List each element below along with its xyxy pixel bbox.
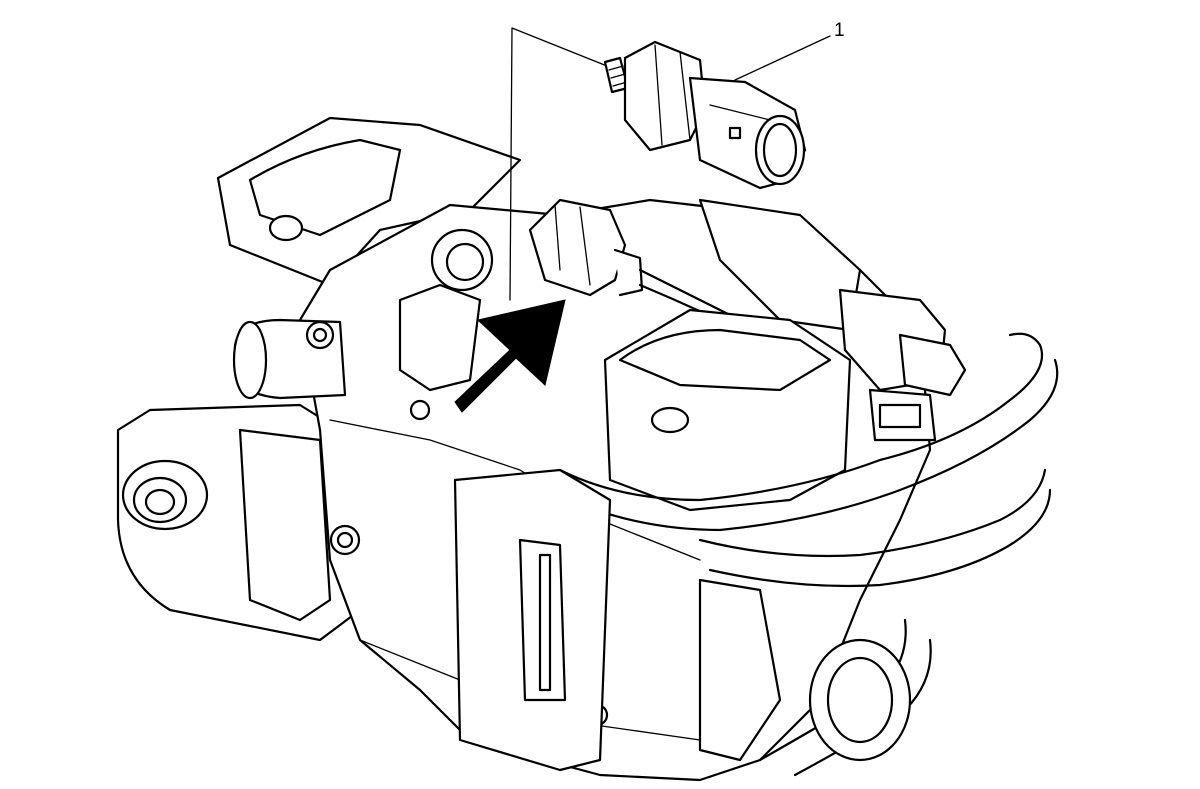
install-direction-arrow: [454, 299, 566, 413]
left-mounting-bracket: [116, 403, 362, 642]
pressure-sensor: [603, 40, 807, 190]
solenoid-cover: [603, 308, 852, 512]
installed-pressure-sensor: [528, 198, 762, 342]
callout-1: 1: [734, 20, 845, 81]
front-lower-bracket: [453, 468, 912, 772]
callout-1-leader: [734, 35, 831, 81]
callout-1-label: 1: [834, 20, 845, 41]
sensor-port-fitting: [398, 228, 494, 392]
rear-mount-tab: [216, 116, 522, 287]
leader-bracket-line: [509, 27, 613, 301]
electrical-connector-block: [698, 198, 967, 442]
